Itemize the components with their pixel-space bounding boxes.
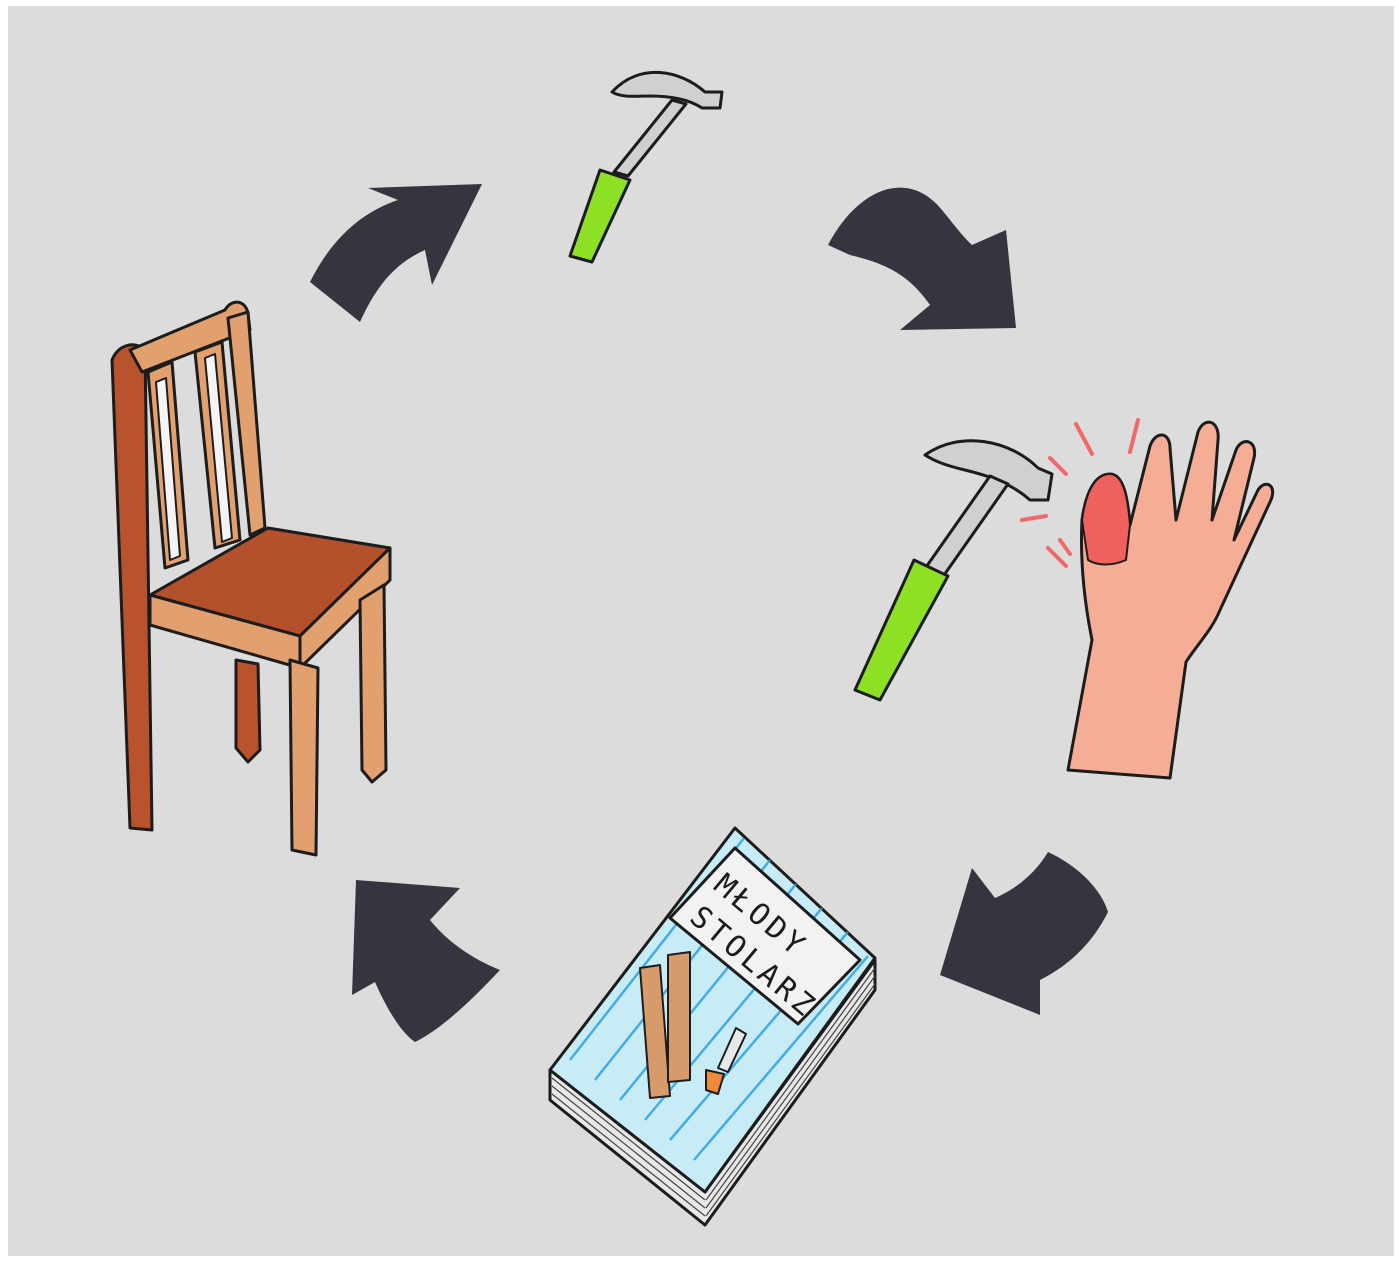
- board-icon: [668, 952, 690, 1082]
